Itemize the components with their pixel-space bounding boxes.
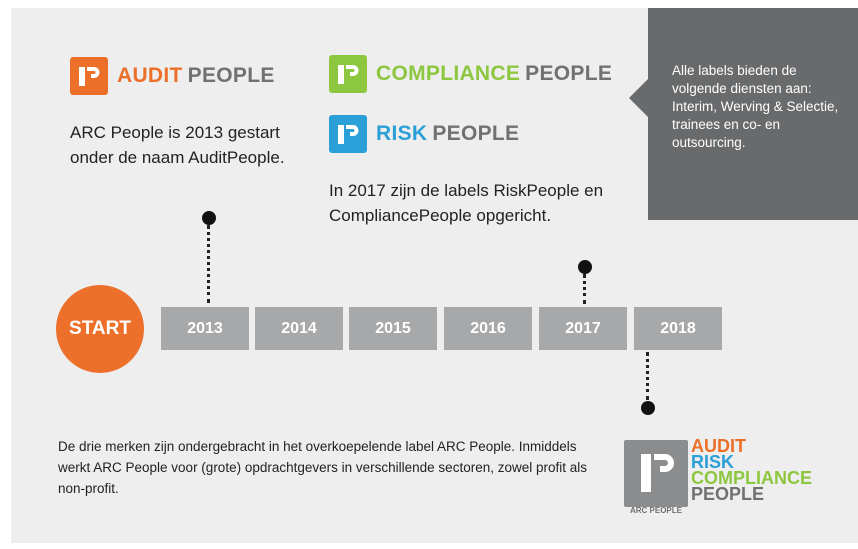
people-word: PEOPLE xyxy=(525,62,613,85)
year-2018: 2018 xyxy=(634,307,722,350)
arc-logo-word-audit: AUDIT xyxy=(691,436,746,456)
timeline-start: START xyxy=(56,285,144,373)
connector-2018 xyxy=(646,352,649,400)
timeline-marker-2018 xyxy=(641,401,655,415)
arc-people-logo-icon xyxy=(624,440,688,507)
timeline-marker-2013 xyxy=(202,211,216,225)
arc-logo-word-people: PEOPLE xyxy=(691,484,765,504)
services-info-text: Alle labels bieden de volgende diensten … xyxy=(672,63,839,150)
year-2017: 2017 xyxy=(539,307,627,350)
risk-people-logo-icon xyxy=(329,115,367,153)
arc-logo-wordmark: AUDIT RISK COMPLIANCE PEOPLE xyxy=(691,436,812,504)
arc-logo-word-risk: RISK xyxy=(691,452,735,472)
info-box-pointer xyxy=(629,78,649,118)
people-word: PEOPLE xyxy=(432,122,520,145)
audit-word: AUDIT xyxy=(117,64,183,87)
timeline-marker-2017 xyxy=(578,260,592,274)
year-2015: 2015 xyxy=(349,307,437,350)
labels-2017-text: In 2017 zijn de labels RiskPeople en Com… xyxy=(329,181,604,225)
year-2013: 2013 xyxy=(161,307,249,350)
audit-people-logo-icon xyxy=(70,57,108,95)
risk-word: RISK xyxy=(376,122,428,145)
connector-2017 xyxy=(583,274,586,304)
people-word: PEOPLE xyxy=(187,64,275,87)
arc-people-caption: ARC PEOPLE xyxy=(629,506,682,515)
arc-logo-word-compliance: COMPLIANCE xyxy=(691,468,812,488)
compliance-word: COMPLIANCE xyxy=(376,62,521,85)
connector-2013 xyxy=(207,225,210,303)
services-info-box xyxy=(648,8,858,220)
year-2014: 2014 xyxy=(255,307,343,350)
compliance-people-logo-icon xyxy=(329,55,367,93)
bottom-description: De drie merken zijn ondergebracht in het… xyxy=(58,439,587,496)
year-2016: 2016 xyxy=(444,307,532,350)
audit-start-text: ARC People is 2013 gestart onder de naam… xyxy=(70,123,285,167)
